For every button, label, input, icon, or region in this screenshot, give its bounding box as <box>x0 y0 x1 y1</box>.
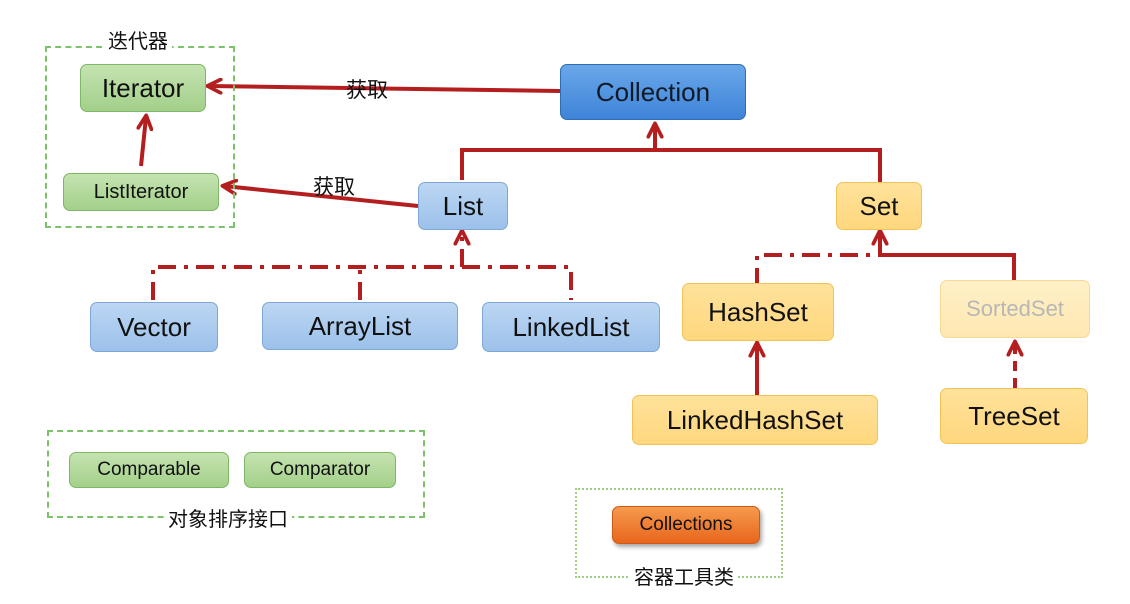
edge-list-set-extend-collection <box>460 148 882 182</box>
comparison-group-label: 对象排序接口 <box>164 508 292 530</box>
edge-sortedset-extends-set <box>880 253 1016 280</box>
linkedhashset-node[interactable]: LinkedHashSet <box>632 395 878 445</box>
edge-hashset-implements-set <box>755 253 880 286</box>
set-node[interactable]: Set <box>836 182 922 230</box>
list-iterator-node-label: ListIterator <box>93 180 189 203</box>
collection-node[interactable]: Collection <box>560 64 746 120</box>
list-node-label: List <box>442 190 484 221</box>
list-node[interactable]: List <box>418 182 508 230</box>
linkedlist-node[interactable]: LinkedList <box>482 302 660 352</box>
vector-node[interactable]: Vector <box>90 302 218 352</box>
edge-list-get-listiterator <box>224 186 419 208</box>
edge-list-implementations <box>151 265 573 300</box>
hashset-node[interactable]: HashSet <box>682 283 834 341</box>
vector-node-label: Vector <box>117 311 191 342</box>
comparator-node-label: Comparator <box>269 459 371 480</box>
iterator-group-label: 迭代器 <box>104 30 172 52</box>
comparable-node-label: Comparable <box>97 459 201 480</box>
collections-node[interactable]: Collections <box>612 506 760 544</box>
collections-node-label: Collections <box>639 514 733 535</box>
comparable-node[interactable]: Comparable <box>69 452 229 488</box>
iterator-node-label: Iterator <box>101 72 185 103</box>
arraylist-node[interactable]: ArrayList <box>262 302 458 350</box>
arraylist-node-label: ArrayList <box>308 310 412 341</box>
tools-group-label: 容器工具类 <box>630 566 738 588</box>
edge-label-get-iterator: 获取 <box>346 78 388 102</box>
treeset-node[interactable]: TreeSet <box>940 388 1088 444</box>
set-node-label: Set <box>859 190 899 221</box>
sortedset-node[interactable]: SortedSet <box>940 280 1090 338</box>
edge-listiterator-extends-iterator <box>141 117 146 167</box>
hashset-node-label: HashSet <box>708 296 808 327</box>
linkedhashset-node-label: LinkedHashSet <box>666 404 844 435</box>
sortedset-node-label: SortedSet <box>966 296 1064 321</box>
treeset-node-label: TreeSet <box>968 400 1060 431</box>
iterator-node[interactable]: Iterator <box>80 64 206 112</box>
linkedlist-node-label: LinkedList <box>512 311 630 342</box>
collection-node-label: Collection <box>595 76 711 107</box>
comparator-node[interactable]: Comparator <box>244 452 396 488</box>
list-iterator-node[interactable]: ListIterator <box>63 173 219 211</box>
edge-label-get-list-iterator: 获取 <box>313 175 355 199</box>
edge-collection-get-iterator <box>209 86 561 91</box>
